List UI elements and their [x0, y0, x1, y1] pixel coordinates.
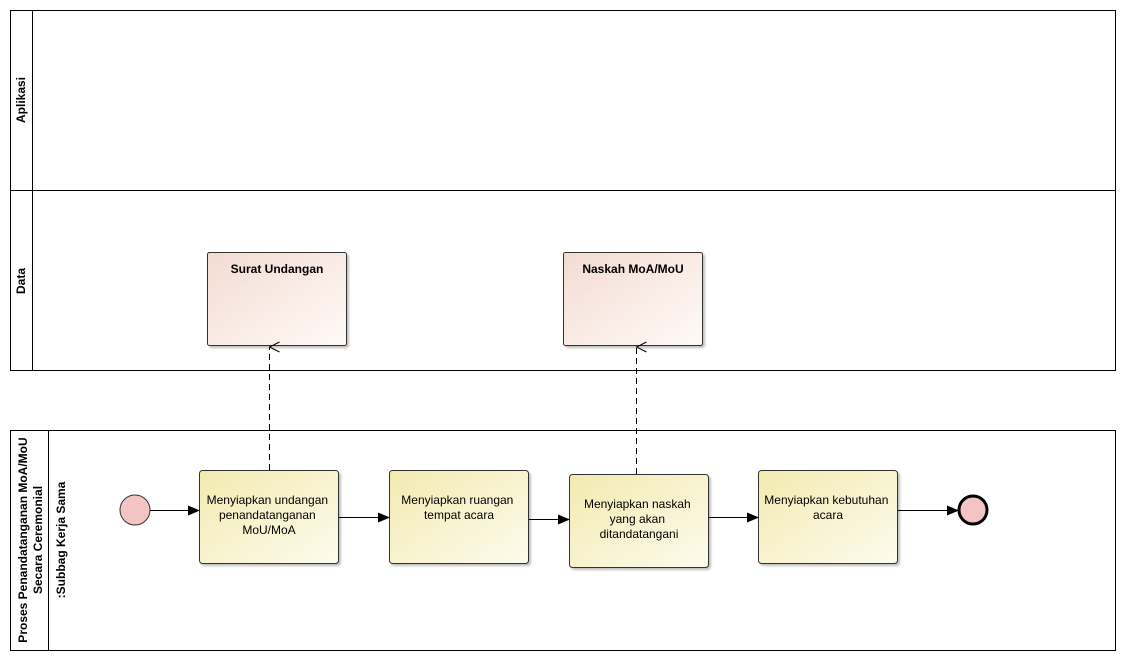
task-menyiapkan-kebutuhan[interactable]: Menyiapkan kebutuhan acara	[758, 470, 898, 564]
end-event[interactable]	[957, 494, 989, 526]
pool-process[interactable]: Proses Penandatanganan MoA/MoU Secara Ce…	[10, 430, 1116, 651]
lane-aplikasi-label: Aplikasi	[14, 77, 28, 123]
pool-lane-label: :Subbag Kerja Sama	[54, 481, 68, 598]
task-menyiapkan-ruangan[interactable]: Menyiapkan ruangan tempat acara	[389, 470, 529, 564]
start-event[interactable]	[119, 494, 151, 526]
pool-title-line1: Proses Penandatanganan MoA/MoU	[16, 437, 30, 642]
task-label: Menyiapkan undangan penandatanganan MoU/…	[207, 493, 332, 537]
data-object-naskah[interactable]: Naskah MoA/MoU	[563, 252, 703, 346]
task-menyiapkan-naskah[interactable]: Menyiapkan naskah yang akan ditandatanga…	[569, 474, 709, 568]
lane-aplikasi[interactable]: Aplikasi	[10, 10, 1116, 191]
pool-title-line2: Secara Ceremonial	[31, 486, 45, 594]
data-object-label: Surat Undangan	[231, 262, 324, 276]
data-object-surat-undangan[interactable]: Surat Undangan	[207, 252, 347, 346]
task-label: Menyiapkan kebutuhan acara	[764, 493, 891, 522]
task-label: Menyiapkan ruangan tempat acara	[401, 493, 516, 522]
lane-data-label: Data	[14, 268, 28, 294]
task-menyiapkan-undangan[interactable]: Menyiapkan undangan penandatanganan MoU/…	[199, 470, 339, 564]
task-label: Menyiapkan naskah yang akan ditandatanga…	[584, 497, 694, 541]
data-object-label: Naskah MoA/MoU	[582, 262, 683, 276]
